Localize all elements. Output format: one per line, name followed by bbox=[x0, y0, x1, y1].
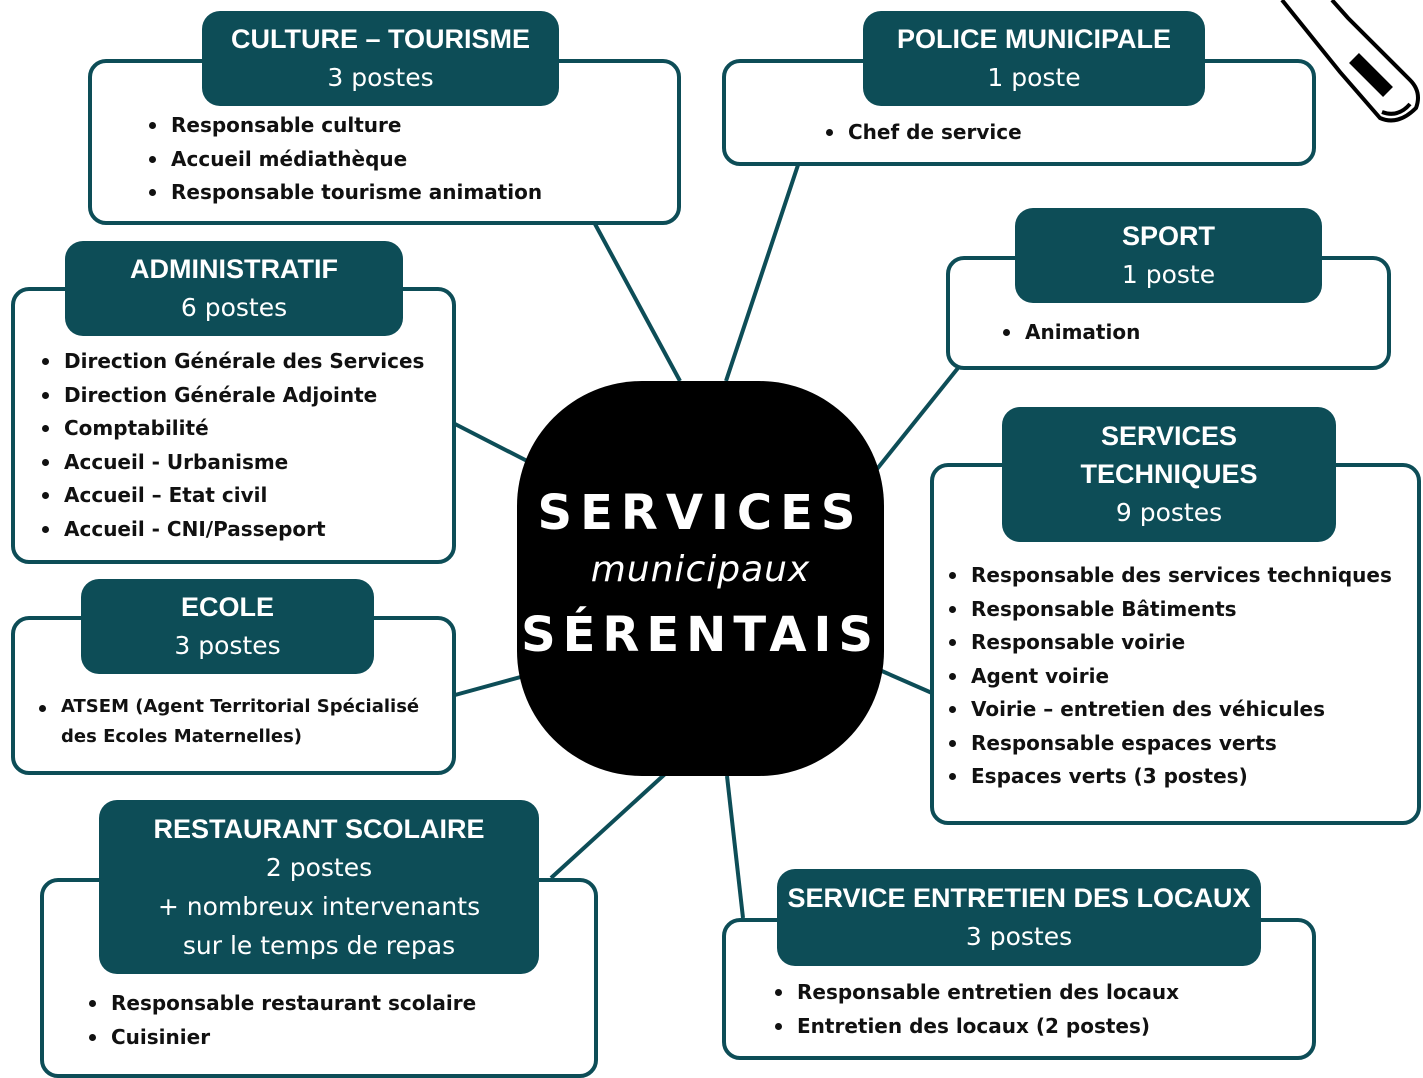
techniques-title-line1: SERVICES bbox=[1100, 421, 1238, 451]
techniques-list: Responsable des services techniques Resp… bbox=[945, 559, 1392, 794]
culture-subtitle: 3 postes bbox=[327, 63, 434, 92]
connector-culture bbox=[593, 223, 682, 382]
administratif-subtitle: 6 postes bbox=[180, 293, 288, 322]
list-item: Voirie – entretien des véhicules bbox=[945, 693, 1392, 727]
ecole-title: ECOLE bbox=[180, 592, 274, 622]
list-item: Responsable restaurant scolaire bbox=[85, 987, 476, 1021]
list-item: Direction Générale des Services bbox=[38, 345, 424, 379]
list-item: Agent voirie bbox=[945, 660, 1392, 694]
administratif-title: ADMINISTRATIF bbox=[130, 254, 338, 284]
connector-police bbox=[724, 164, 800, 382]
list-item: Responsable tourisme animation bbox=[145, 176, 542, 210]
pencil-icon bbox=[1280, 0, 1420, 123]
ecole-subtitle: 3 postes bbox=[174, 631, 281, 660]
entretien-list: Responsable entretien des locaux Entreti… bbox=[771, 976, 1179, 1043]
center-subtitle: municipaux bbox=[590, 549, 811, 590]
connector-techniques bbox=[874, 666, 933, 695]
restaurant-header: RESTAURANT SCOLAIRE 2 postes + nombreux … bbox=[99, 800, 539, 974]
connector-restaurant bbox=[549, 772, 667, 880]
techniques-header: SERVICES TECHNIQUES 9 postes bbox=[1002, 407, 1336, 542]
restaurant-title: RESTAURANT SCOLAIRE bbox=[153, 813, 485, 844]
connector-entretien bbox=[725, 775, 745, 919]
connector-sport bbox=[871, 366, 960, 476]
list-item: Responsable Bâtiments bbox=[945, 593, 1392, 627]
list-item: Responsable culture bbox=[145, 109, 542, 143]
connector-administratif bbox=[454, 422, 534, 466]
list-item: Accueil - CNI/Passeport bbox=[38, 513, 424, 547]
entretien-subtitle: 3 postes bbox=[965, 922, 1073, 951]
culture-list: Responsable culture Accueil médiathèque … bbox=[145, 109, 542, 210]
list-item: Responsable des services techniques bbox=[945, 559, 1392, 593]
sport-header: SPORT 1 poste bbox=[1015, 208, 1322, 303]
administratif-header: ADMINISTRATIF 6 postes bbox=[65, 241, 403, 336]
police-list: Chef de service bbox=[822, 116, 1022, 150]
connector-ecole bbox=[454, 673, 529, 697]
list-item: Chef de service bbox=[822, 116, 1022, 150]
list-item: Entretien des locaux (2 postes) bbox=[771, 1010, 1179, 1044]
center-title: SERVICES bbox=[537, 485, 864, 541]
list-item: Responsable voirie bbox=[945, 626, 1392, 660]
culture-title: CULTURE – TOURISME bbox=[230, 24, 531, 54]
list-item: Accueil médiathèque bbox=[145, 143, 542, 177]
culture-header: CULTURE – TOURISME 3 postes bbox=[202, 11, 559, 106]
ecole-list: ATSEM (Agent Territorial Spécialisé des … bbox=[35, 692, 440, 752]
techniques-title-line2: TECHNIQUES bbox=[1080, 459, 1258, 489]
list-item: Responsable entretien des locaux bbox=[771, 976, 1179, 1010]
restaurant-subtitle-3: sur le temps de repas bbox=[182, 930, 456, 960]
list-item: Cuisinier bbox=[85, 1021, 476, 1055]
restaurant-subtitle: 2 postes bbox=[265, 852, 373, 882]
list-item: Animation bbox=[999, 316, 1140, 350]
restaurant-subtitle-2: + nombreux intervenants bbox=[157, 891, 481, 921]
list-item: Direction Générale Adjointe bbox=[38, 379, 424, 413]
police-title: POLICE MUNICIPALE bbox=[896, 24, 1171, 54]
sport-list: Animation bbox=[999, 316, 1140, 350]
techniques-subtitle: 9 postes bbox=[1115, 498, 1223, 527]
entretien-header: SERVICE ENTRETIEN DES LOCAUX 3 postes bbox=[777, 869, 1261, 966]
entretien-title: SERVICE ENTRETIEN DES LOCAUX bbox=[787, 883, 1251, 913]
center-title-2: SÉRENTAIS bbox=[521, 607, 880, 663]
police-subtitle: 1 poste bbox=[987, 63, 1081, 92]
list-item: Responsable espaces verts bbox=[945, 727, 1392, 761]
restaurant-list: Responsable restaurant scolaire Cuisinie… bbox=[85, 987, 476, 1054]
ecole-header: ECOLE 3 postes bbox=[81, 579, 374, 674]
administratif-list: Direction Générale des Services Directio… bbox=[38, 345, 424, 546]
police-header: POLICE MUNICIPALE 1 poste bbox=[863, 11, 1205, 106]
list-item: Comptabilité bbox=[38, 412, 424, 446]
center-node: SERVICES municipaux SÉRENTAIS bbox=[517, 381, 884, 776]
sport-title: SPORT bbox=[1121, 221, 1215, 251]
sport-subtitle: 1 poste bbox=[1121, 260, 1216, 289]
list-item: ATSEM (Agent Territorial Spécialisé des … bbox=[35, 692, 440, 752]
list-item: Accueil – Etat civil bbox=[38, 479, 424, 513]
list-item: Accueil - Urbanisme bbox=[38, 446, 424, 480]
list-item: Espaces verts (3 postes) bbox=[945, 760, 1392, 794]
